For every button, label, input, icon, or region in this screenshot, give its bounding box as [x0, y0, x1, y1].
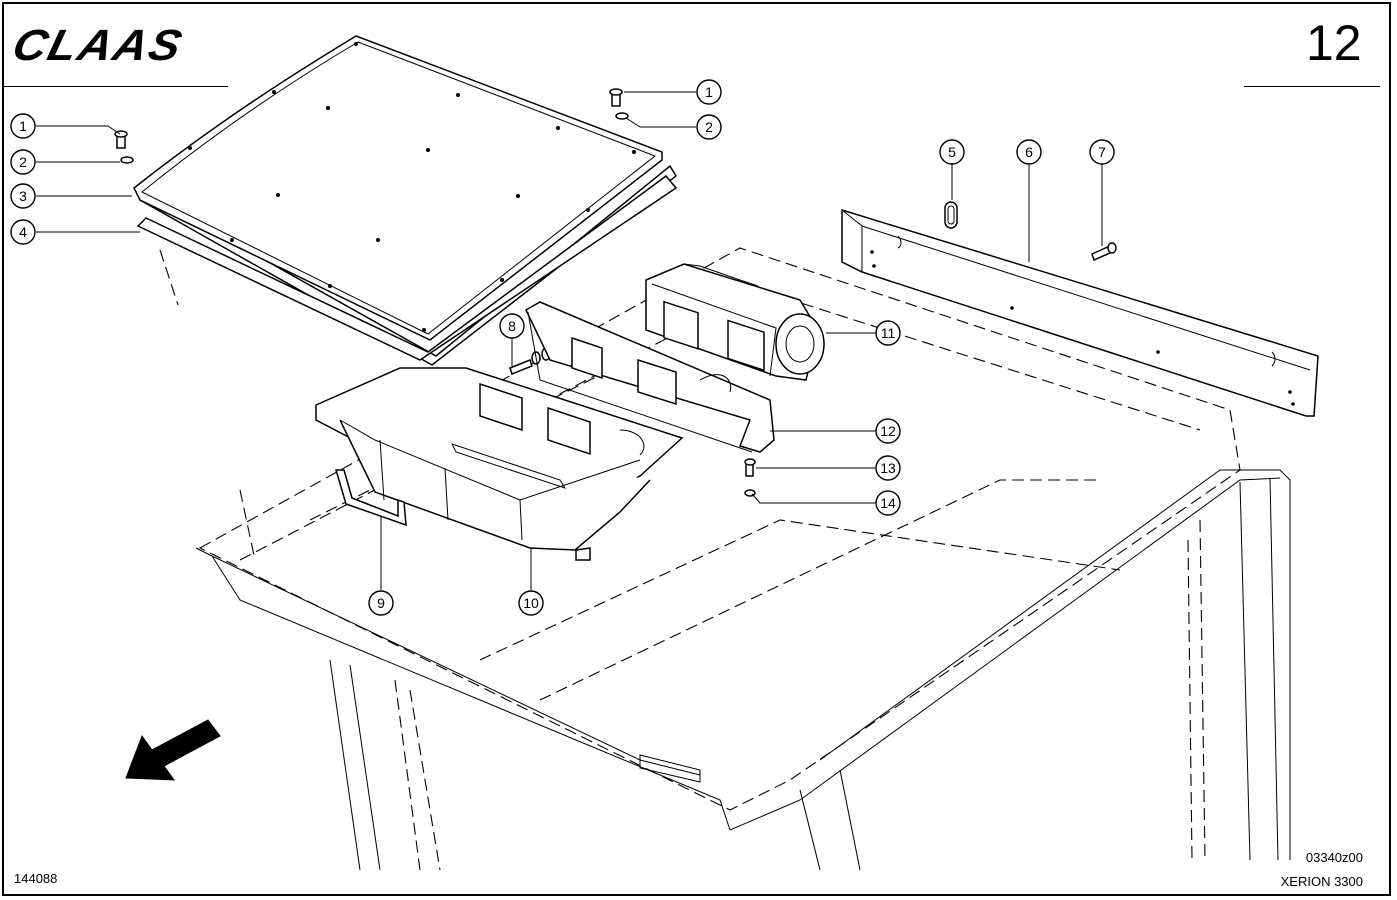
model-name: XERION 3300 — [1280, 874, 1363, 889]
callout-2-right: 2 — [696, 114, 722, 140]
arrow-down-left-icon — [125, 719, 221, 781]
svg-text:1: 1 — [19, 118, 27, 134]
roof-panel — [133, 35, 678, 366]
callout-7: 7 — [1089, 139, 1115, 165]
svg-text:7: 7 — [1098, 144, 1106, 160]
callout-10: 10 — [518, 590, 544, 616]
page-number: 12 — [1306, 15, 1362, 71]
leader-lines — [36, 91, 1103, 590]
callout-14: 14 — [875, 490, 901, 516]
svg-text:4: 4 — [19, 224, 27, 240]
svg-text:13: 13 — [880, 460, 896, 476]
blower-unit — [645, 263, 825, 381]
header-rule-right — [1244, 86, 1380, 87]
svg-text:2: 2 — [705, 119, 713, 135]
screw-8 — [509, 347, 551, 375]
drawing-number: 144088 — [14, 871, 58, 886]
fasteners-right — [609, 88, 629, 120]
svg-text:12: 12 — [880, 423, 896, 439]
svg-text:10: 10 — [523, 595, 539, 611]
angle-rail — [841, 208, 1319, 417]
svg-text:1: 1 — [705, 84, 713, 100]
callout-6: 6 — [1016, 139, 1042, 165]
svg-text:11: 11 — [881, 325, 896, 341]
callout-9: 9 — [368, 590, 394, 616]
svg-text:14: 14 — [880, 495, 896, 511]
svg-text:5: 5 — [948, 144, 956, 160]
svg-text:6: 6 — [1025, 144, 1033, 160]
callout-4: 4 — [10, 219, 36, 245]
callout-2-left: 2 — [10, 149, 36, 175]
svg-text:8: 8 — [508, 318, 516, 334]
mounting-plate — [525, 301, 775, 453]
svg-text:2: 2 — [19, 154, 27, 170]
figure-code: 03340z00 — [1305, 850, 1363, 865]
duct-housing — [315, 367, 684, 561]
fasteners-left — [114, 130, 134, 164]
clip-5 — [944, 201, 958, 229]
callout-8: 8 — [499, 313, 525, 339]
callout-11: 11 — [875, 320, 901, 346]
svg-text:9: 9 — [377, 595, 385, 611]
screw-13-washer-14 — [744, 458, 756, 497]
svg-text:3: 3 — [19, 188, 27, 204]
callout-13: 13 — [875, 455, 901, 481]
bolt-7 — [1091, 242, 1117, 262]
header-rule-left — [4, 86, 228, 87]
callout-1-left: 1 — [10, 113, 36, 139]
callout-12: 12 — [875, 418, 901, 444]
callout-3: 3 — [10, 183, 36, 209]
seal-strip — [334, 469, 407, 527]
callout-5: 5 — [939, 139, 965, 165]
callout-1-right: 1 — [696, 79, 722, 105]
